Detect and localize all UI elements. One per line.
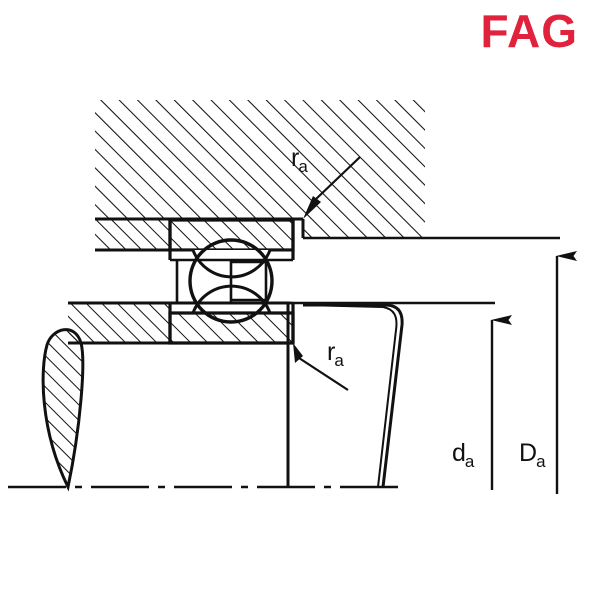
label-housing-shoulder-diameter: Da [519,439,546,471]
housing [95,100,560,252]
radius-leader-top [303,156,361,219]
radius-leader-line-top [315,156,361,200]
inner-ring-lower-section [168,311,295,345]
label-radius-top-subscript: a [298,157,308,176]
shaft-outer-profile-curve [303,303,404,488]
label-radius-top: ra [291,144,308,176]
shaft-shoulder-fillet [41,328,85,492]
label-radius-bottom-subscript: a [334,351,344,370]
radius-leader-bottom [293,343,349,391]
shaft-seat-hatch [68,303,170,343]
radius-leader-line-bottom [298,357,349,391]
outer-ring-raceway-gap [170,250,293,260]
shaft [41,301,495,492]
fag-logo: FAG [480,5,578,57]
label-shaft-shoulder-diameter: da [452,439,475,471]
label-da-subscript: a [464,452,475,471]
label-radius-top-symbol: r [291,144,300,172]
housing-seat-hatch-left [95,219,170,250]
label-radius-bottom: ra [327,338,344,370]
outer-ring-upper-section [168,218,295,252]
shaft-outer-profile-curve-inner [302,304,398,488]
bearing-ball [188,238,274,324]
label-radius-bottom-symbol: r [327,338,336,366]
label-Da-symbol: D [519,439,538,467]
radius-arrowhead-top [303,196,321,219]
label-Da-subscript: a [536,452,546,471]
housing-hatch-upper [95,100,425,238]
label-da-symbol: d [452,439,466,467]
